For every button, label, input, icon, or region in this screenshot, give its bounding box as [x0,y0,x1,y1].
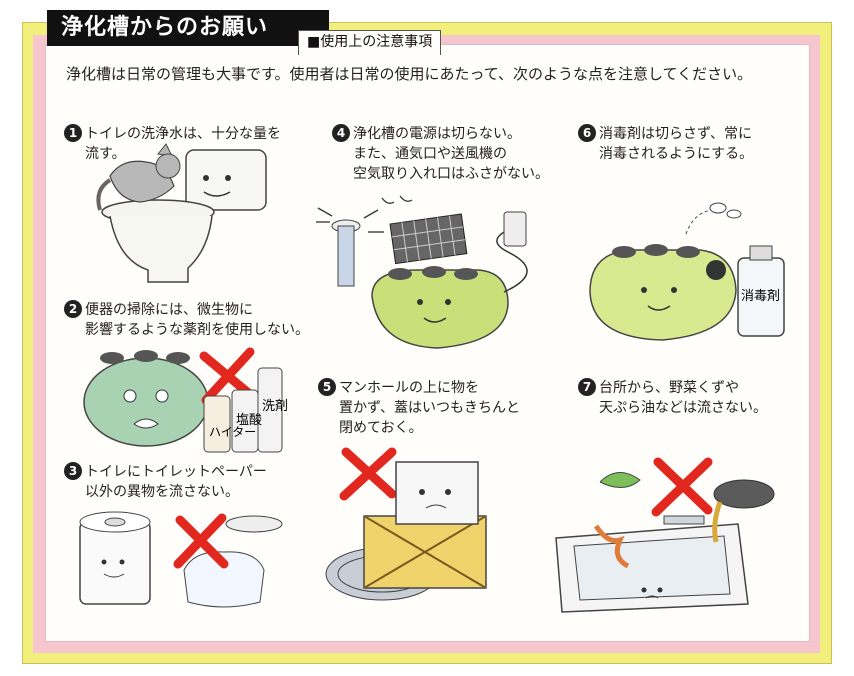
item-text-line: 便器の掃除には、微生物に [85,302,253,318]
item-number: 4 [332,124,350,142]
item-number: 6 [578,124,596,142]
intro-text: 浄化槽は日常の管理も大事です。使用者は日常の使用にあたって、次のような点を注意し… [66,65,753,83]
item-text-line: マンホールの上に物を [339,380,479,396]
chemicals-illustration: ハイター 塩酸 洗剤 [83,347,288,453]
item-number: 1 [64,124,82,142]
item-text-line: 消毒されるようにする。 [599,146,754,162]
item-text-line: トイレにトイレットペーパー [85,464,267,480]
item-number: 3 [64,462,82,480]
disinfectant-label: 消毒剤 [741,288,780,304]
kitchen-sink-illustration [555,457,775,613]
item-number: 5 [318,378,336,396]
page-title: 浄化槽からのお願い [47,10,329,46]
section-subtitle: ■使用上の注意事項 [298,30,442,55]
item-number: 7 [578,378,596,396]
disinfectant-illustration: 消毒剤 [589,202,785,341]
item-text-line: 影響するような薬剤を使用しない。 [85,322,309,338]
item-number: 2 [64,300,82,318]
item-text-line: 閉めておく。 [339,420,423,436]
item-text-line: また、通気口や送風機の [353,146,507,162]
item-text-line: 台所から、野菜くずや [599,380,739,396]
manhole-boxes-illustration [325,447,487,601]
item-text-line: 流す。 [85,146,126,162]
item-text-line: 消毒剤は切らさず、常に [599,126,753,142]
item-text-line: 置かず、蓋はいつもきちんと [339,400,521,416]
item-text-line: 空気取り入れ口はふさがない。 [353,166,549,182]
bleach-label: 塩酸 [236,413,262,428]
item-text-line: 天ぷら油などは流さない。 [599,400,767,416]
detergent-label: 洗剤 [262,398,288,414]
item-text-line: トイレの洗浄水は、十分な量を [85,126,281,142]
toilet-cat-illustration [96,143,267,283]
toilet-paper-illustration [79,511,283,608]
blower-vent-illustration [316,195,528,349]
item-text-line: 以外の異物を流さない。 [85,484,239,500]
haiter-label: ハイター [209,425,256,439]
item-text-line: 浄化槽の電源は切らない。 [353,126,521,142]
